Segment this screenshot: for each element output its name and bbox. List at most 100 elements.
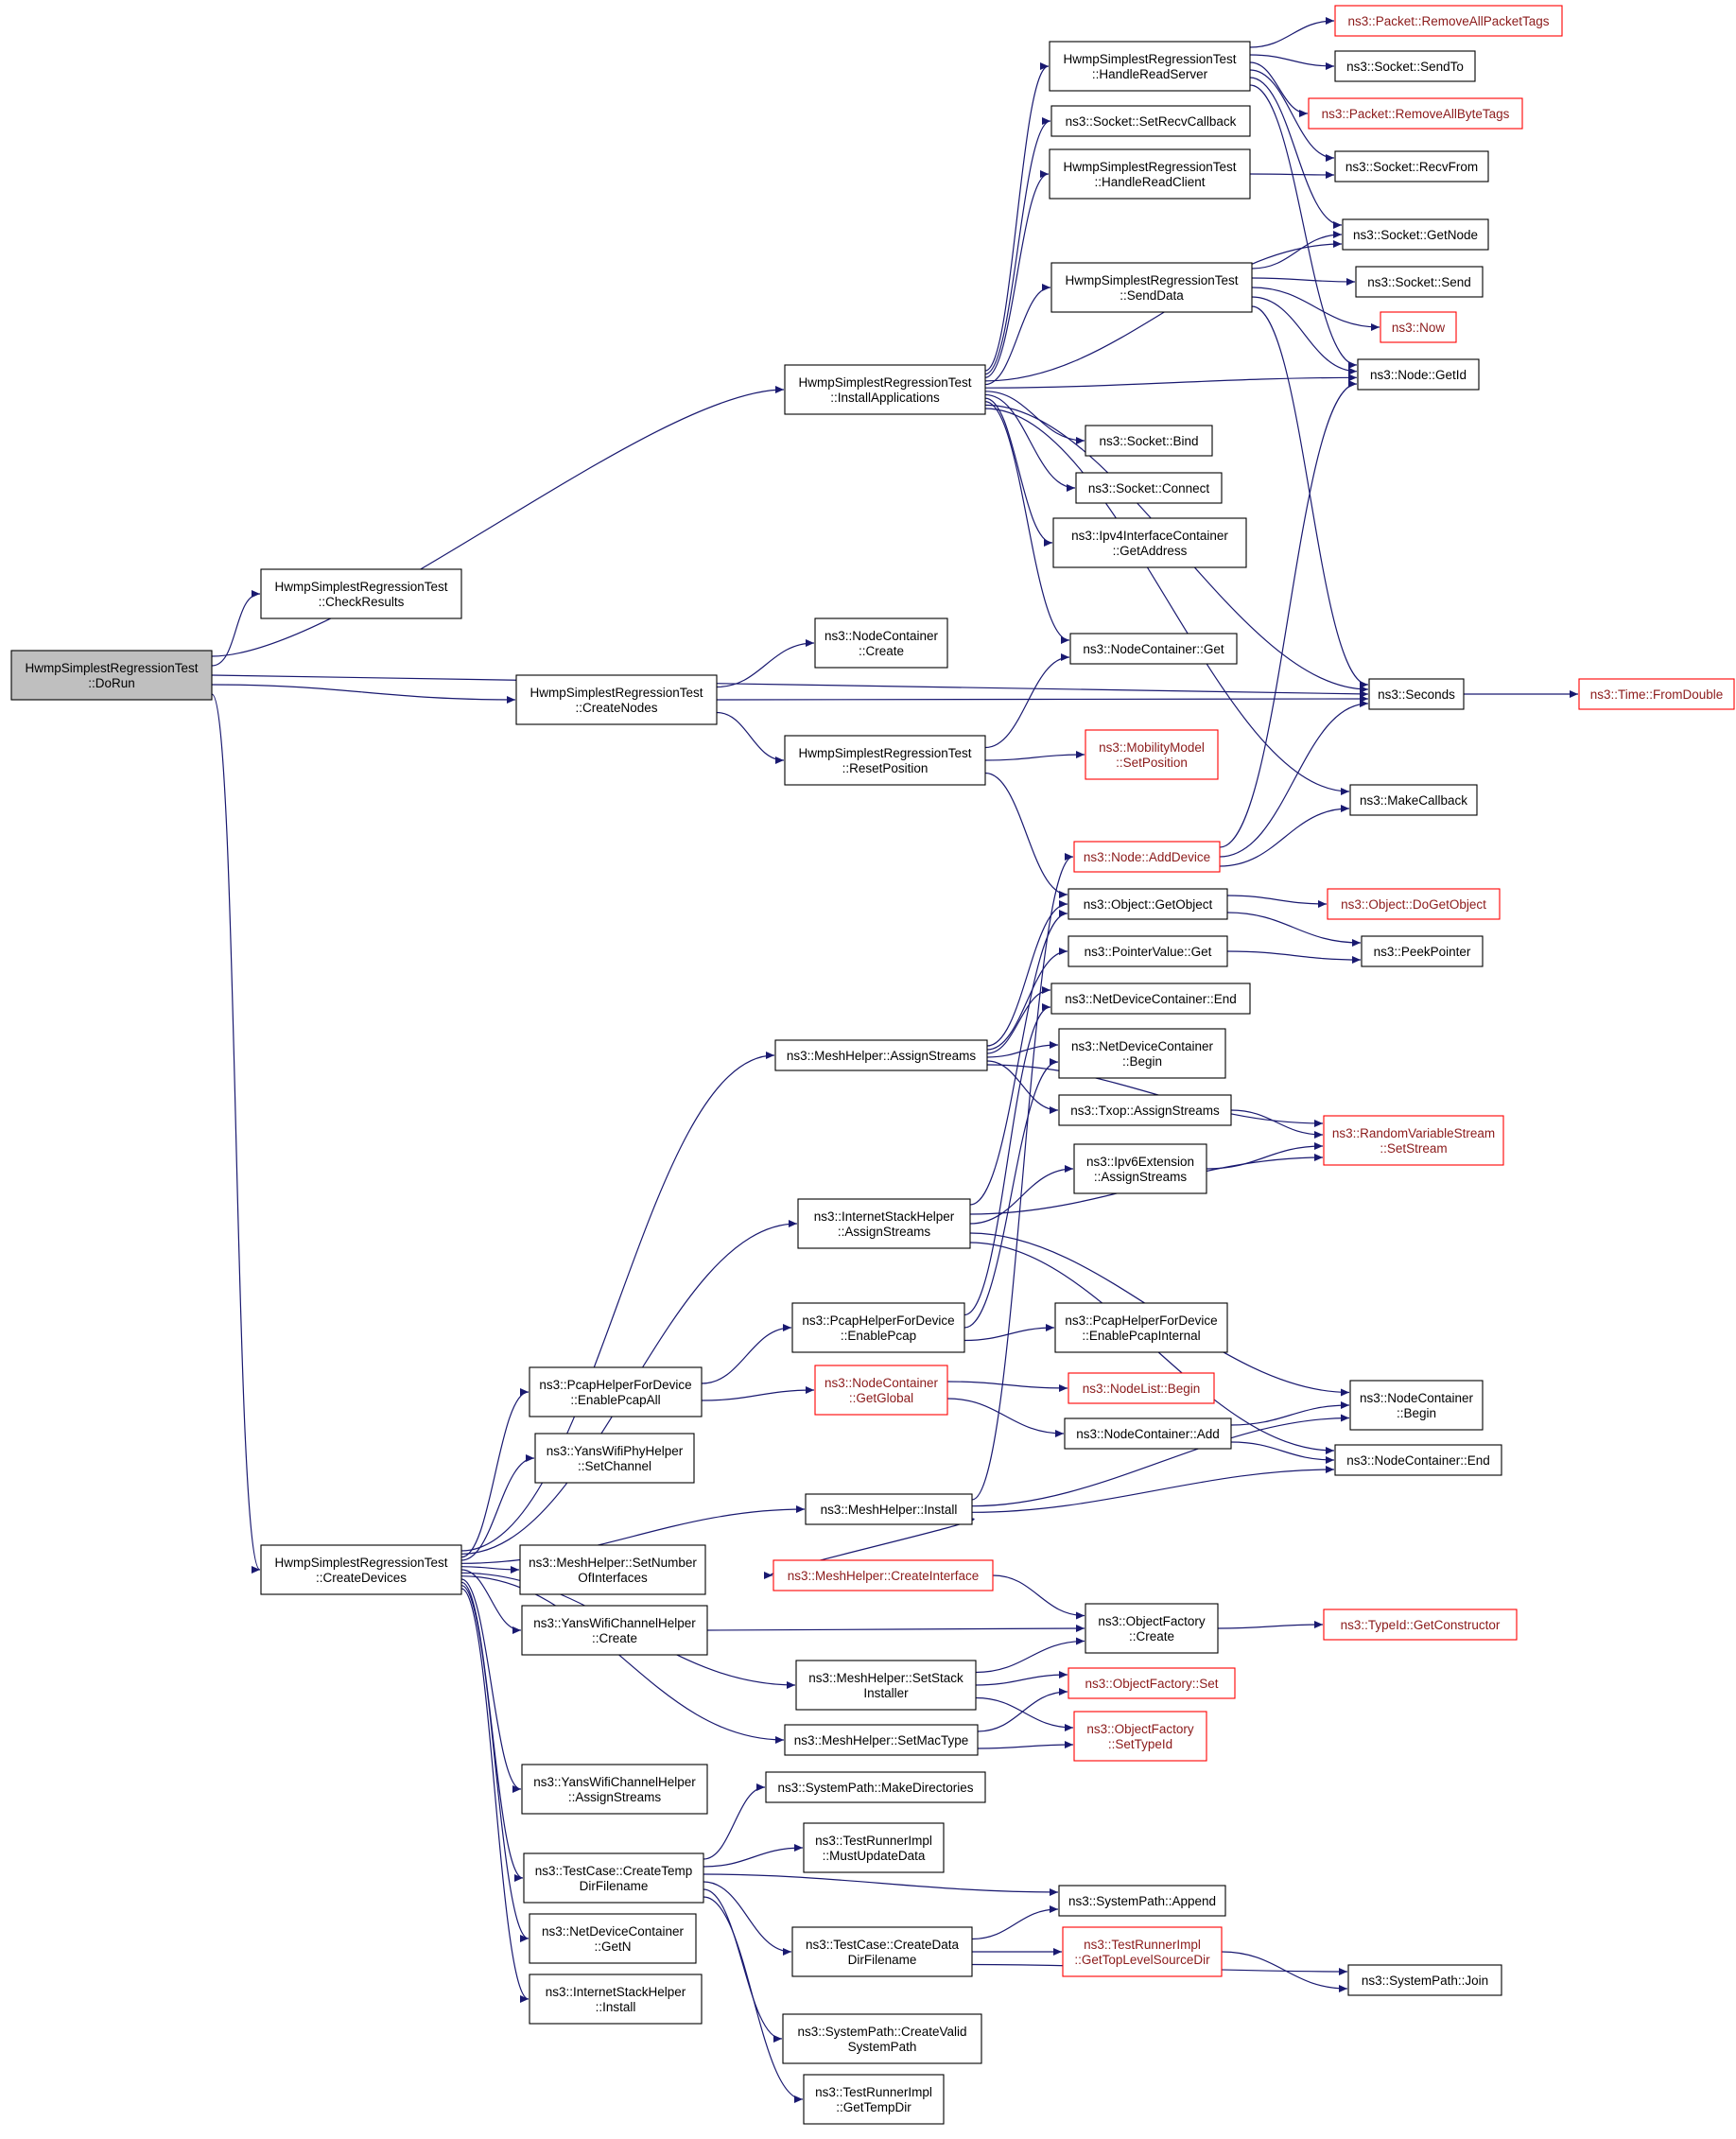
edge-meshInstall-ncBegin2 <box>971 1414 1350 1507</box>
graph-node-handleReadServer[interactable]: HwmpSimplestRegressionTest::HandleReadSe… <box>1049 41 1251 92</box>
graph-node-setMacType[interactable]: ns3::MeshHelper::SetMacType <box>784 1724 979 1756</box>
graph-node-ipv4GetAddress[interactable]: ns3::Ipv4InterfaceContainer::GetAddress <box>1052 517 1247 568</box>
graph-node-getTempDir[interactable]: ns3::TestRunnerImpl::GetTempDir <box>803 2074 945 2125</box>
graph-node-peekPointer[interactable]: ns3::PeekPointer <box>1361 935 1484 967</box>
node-box <box>1085 729 1219 780</box>
graph-node-txopAssignStreams[interactable]: ns3::Txop::AssignStreams <box>1058 1094 1232 1126</box>
graph-node-meshInstall[interactable]: ns3::MeshHelper::Install <box>805 1493 973 1525</box>
node-box <box>1085 425 1213 457</box>
graph-node-enablePcapAll[interactable]: ns3::PcapHelperForDevice::EnablePcapAll <box>529 1366 703 1417</box>
graph-node-handleReadClient[interactable]: HwmpSimplestRegressionTest::HandleReadCl… <box>1049 148 1251 200</box>
graph-node-doRun[interactable]: HwmpSimplestRegressionTest::DoRun <box>10 650 213 701</box>
edge-createDevices-meshInstall <box>460 1505 806 1564</box>
graph-node-resetPosition[interactable]: HwmpSimplestRegressionTest::ResetPositio… <box>784 735 986 786</box>
node-box <box>1050 983 1251 1015</box>
graph-node-doGetObject[interactable]: ns3::Object::DoGetObject <box>1327 888 1501 920</box>
edge-installApplications-setRecvCallback <box>984 117 1051 375</box>
graph-node-sysJoin[interactable]: ns3::SystemPath::Join <box>1347 1964 1502 1996</box>
graph-node-enablePcap[interactable]: ns3::PcapHelperForDevice::EnablePcap <box>791 1302 965 1353</box>
edge-createTempDir-createValidSysPath <box>703 1888 783 2043</box>
node-label: ns3::NodeContainer::Begin <box>1360 1391 1474 1420</box>
graph-node-recvFrom[interactable]: ns3::Socket::RecvFrom <box>1334 150 1489 183</box>
graph-node-setChannel[interactable]: ns3::YansWifiPhyHelper::SetChannel <box>534 1433 695 1484</box>
node-label: ns3::NetDeviceContainer::End <box>1065 992 1237 1006</box>
graph-node-getTopLevel[interactable]: ns3::TestRunnerImpl::GetTopLevelSourceDi… <box>1062 1926 1223 1977</box>
graph-node-inetInstall[interactable]: ns3::InternetStackHelper::Install <box>529 1974 703 2025</box>
graph-node-yansChAssign[interactable]: ns3::YansWifiChannelHelper::AssignStream… <box>521 1764 708 1815</box>
graph-node-timeFromDouble[interactable]: ns3::Time::FromDouble <box>1578 678 1735 710</box>
graph-node-mustUpdateData[interactable]: ns3::TestRunnerImpl::MustUpdateData <box>803 1822 945 1873</box>
node-label: ns3::Socket::Connect <box>1088 481 1210 496</box>
graph-node-setRecvCallback[interactable]: ns3::Socket::SetRecvCallback <box>1050 105 1251 137</box>
graph-node-setPosition[interactable]: ns3::MobilityModel::SetPosition <box>1085 729 1219 780</box>
graph-node-ncAdd[interactable]: ns3::NodeContainer::Add <box>1064 1417 1232 1450</box>
graph-node-sendData[interactable]: HwmpSimplestRegressionTest::SendData <box>1050 262 1253 313</box>
graph-node-removeAllByteTags[interactable]: ns3::Packet::RemoveAllByteTags <box>1308 97 1523 130</box>
edge-resetPosition-ncGet <box>984 653 1070 749</box>
graph-node-meshAssignStreams[interactable]: ns3::MeshHelper::AssignStreams <box>774 1039 988 1071</box>
node-label: ns3::Node::AddDevice <box>1084 850 1210 864</box>
edge-doRun-createNodes <box>211 684 516 704</box>
graph-node-createNodes[interactable]: HwmpSimplestRegressionTest::CreateNodes <box>515 674 718 725</box>
node-box <box>529 1974 703 2025</box>
graph-node-removeAllPacketTags[interactable]: ns3::Packet::RemoveAllPacketTags <box>1334 5 1563 37</box>
graph-node-createDevices[interactable]: HwmpSimplestRegressionTest::CreateDevice… <box>260 1544 462 1595</box>
graph-node-now[interactable]: ns3::Now <box>1380 311 1457 343</box>
graph-node-ncGet[interactable]: ns3::NodeContainer::Get <box>1069 633 1238 665</box>
edge-addDevice-seconds <box>1219 700 1369 858</box>
node-box <box>773 1559 994 1591</box>
graph-node-getConstructor[interactable]: ns3::TypeId::GetConstructor <box>1323 1609 1518 1641</box>
graph-node-ofSetTypeId[interactable]: ns3::ObjectFactory::SetTypeId <box>1073 1711 1207 1762</box>
graph-node-createInterface[interactable]: ns3::MeshHelper::CreateInterface <box>773 1559 994 1591</box>
graph-node-ndcBegin[interactable]: ns3::NetDeviceContainer::Begin <box>1058 1028 1226 1079</box>
graph-node-seconds[interactable]: ns3::Seconds <box>1368 678 1465 710</box>
node-label: ns3::Txop::AssignStreams <box>1070 1104 1220 1118</box>
graph-node-getObject[interactable]: ns3::Object::GetObject <box>1068 888 1228 920</box>
graph-node-sendTo[interactable]: ns3::Socket::SendTo <box>1334 50 1476 82</box>
graph-node-ncBegin2[interactable]: ns3::NodeContainer::Begin <box>1349 1380 1484 1431</box>
graph-node-socketSend[interactable]: ns3::Socket::Send <box>1355 266 1484 298</box>
edge-inetAssignStreams-ipv6Assign <box>969 1165 1074 1225</box>
graph-node-nodeGetId[interactable]: ns3::Node::GetId <box>1357 358 1480 391</box>
node-box <box>1073 1143 1207 1194</box>
graph-node-ncEnd2[interactable]: ns3::NodeContainer::End <box>1334 1444 1502 1476</box>
node-box <box>1049 41 1251 92</box>
node-label: ns3::Ipv4InterfaceContainer::GetAddress <box>1071 529 1228 558</box>
graph-node-ncCreate[interactable]: ns3::NodeContainer::Create <box>814 617 948 669</box>
graph-node-ndcGetN[interactable]: ns3::NetDeviceContainer::GetN <box>529 1913 697 1964</box>
graph-node-setStream[interactable]: ns3::RandomVariableStream::SetStream <box>1323 1115 1504 1166</box>
node-box <box>1075 472 1223 504</box>
graph-node-ofSet[interactable]: ns3::ObjectFactory::Set <box>1068 1667 1236 1699</box>
graph-node-getGlobal[interactable]: ns3::NodeContainer::GetGlobal <box>814 1365 948 1416</box>
graph-node-socketBind[interactable]: ns3::Socket::Bind <box>1085 425 1213 457</box>
graph-node-socketGetNode[interactable]: ns3::Socket::GetNode <box>1342 218 1489 251</box>
node-label: ns3::MeshHelper::Install <box>821 1503 958 1517</box>
graph-node-installApplications[interactable]: HwmpSimplestRegressionTest::InstallAppli… <box>784 364 986 415</box>
node-label: ns3::NodeContainer::Create <box>825 629 939 658</box>
graph-node-addDevice[interactable]: ns3::Node::AddDevice <box>1073 841 1221 873</box>
graph-node-inetAssignStreams[interactable]: ns3::InternetStackHelper::AssignStreams <box>797 1198 971 1249</box>
graph-node-nodeListBegin[interactable]: ns3::NodeList::Begin <box>1068 1372 1215 1404</box>
graph-node-ipv6Assign[interactable]: ns3::Ipv6Extension::AssignStreams <box>1073 1143 1207 1194</box>
graph-node-socketConnect[interactable]: ns3::Socket::Connect <box>1075 472 1223 504</box>
graph-node-enablePcapInternal[interactable]: ns3::PcapHelperForDevice::EnablePcapInte… <box>1054 1302 1228 1353</box>
graph-node-makeCallback[interactable]: ns3::MakeCallback <box>1349 784 1478 816</box>
graph-node-makeDirectories[interactable]: ns3::SystemPath::MakeDirectories <box>765 1771 986 1803</box>
graph-node-sysAppend[interactable]: ns3::SystemPath::Append <box>1058 1885 1226 1917</box>
graph-node-ndcEnd[interactable]: ns3::NetDeviceContainer::End <box>1050 983 1251 1015</box>
edge-installApplications-nodeGetId <box>984 374 1358 389</box>
graph-node-yansChCreate[interactable]: ns3::YansWifiChannelHelper::Create <box>521 1605 708 1656</box>
graph-node-ofCreate[interactable]: ns3::ObjectFactory::Create <box>1085 1603 1219 1654</box>
edge-meshInstall-addDevice <box>971 853 1074 1501</box>
node-label: HwmpSimplestRegressionTest::SendData <box>1065 273 1238 303</box>
graph-node-checkResults[interactable]: HwmpSimplestRegressionTest::CheckResults <box>260 568 462 619</box>
edge-createNodes-ncCreate <box>716 639 815 688</box>
node-label: ns3::TypeId::GetConstructor <box>1341 1618 1501 1632</box>
graph-node-pointerGet[interactable]: ns3::PointerValue::Get <box>1068 935 1228 967</box>
